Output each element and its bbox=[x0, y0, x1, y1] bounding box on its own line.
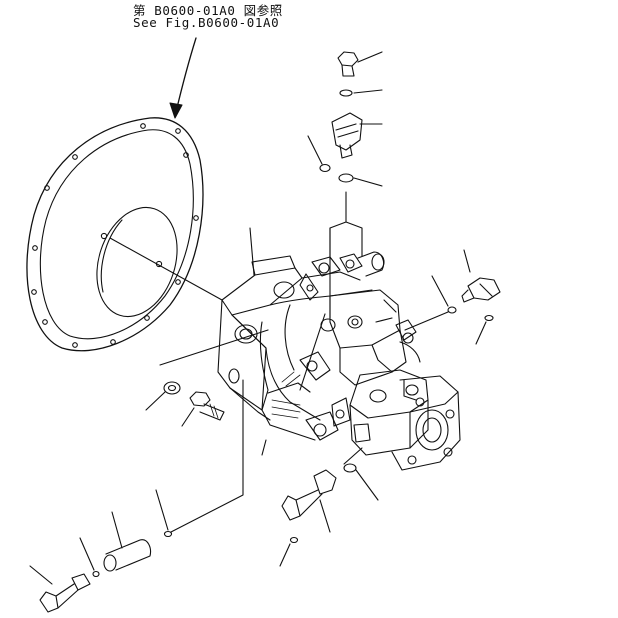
lower-oring bbox=[156, 380, 243, 537]
figure-reference-japanese: 第 B0600-01A0 図参照 bbox=[133, 3, 283, 18]
upper-bolt bbox=[338, 52, 382, 76]
left-washer bbox=[146, 382, 180, 410]
figure-reference-english: See Fig.B0600-01A0 bbox=[133, 15, 280, 30]
sleeve-tube bbox=[104, 512, 151, 571]
flange-bolt-holes bbox=[32, 124, 199, 348]
regulator-block bbox=[300, 352, 460, 470]
right-fitting bbox=[462, 250, 500, 302]
small-oring-bottom bbox=[80, 538, 99, 577]
bottom-left-elbow bbox=[30, 566, 90, 612]
pressure-fitting bbox=[332, 113, 382, 158]
left-bolt bbox=[182, 392, 224, 426]
small-oring-left bbox=[308, 136, 330, 172]
top-fittings bbox=[300, 252, 384, 300]
upper-washer bbox=[340, 90, 382, 96]
lower-right-oring bbox=[344, 448, 378, 500]
right-oring-small bbox=[405, 276, 456, 330]
right-oring-tiny bbox=[476, 316, 493, 345]
flange-plate bbox=[27, 118, 203, 351]
middle-oring-bottom bbox=[280, 538, 298, 567]
pump-body bbox=[218, 252, 460, 470]
reference-leader-arrow bbox=[170, 38, 196, 118]
oring-upper bbox=[339, 174, 382, 186]
middle-elbow-fitting bbox=[282, 470, 336, 532]
